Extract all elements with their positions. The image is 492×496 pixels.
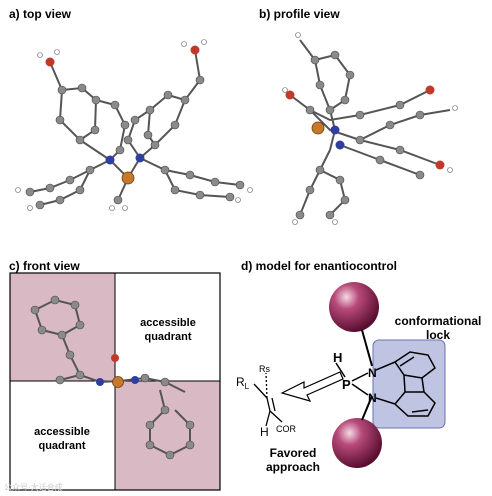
quadrant-label-top-right: accessible quadrant [118,316,218,344]
quadrant-label-line: quadrant [38,440,86,452]
favored-label-line: approach [265,460,320,474]
panel-c-label: c) front view [9,259,80,273]
conformational-lock-box [372,339,446,429]
panel-a-label: a) top view [9,7,72,21]
shaded-quadrant-top-left [10,273,115,381]
lock-label-line: conformational [394,314,482,328]
quadrant-label-line: quadrant [144,331,192,343]
watermark: 公众号·大话合成 [4,483,63,492]
approach-arrow [280,371,344,402]
shaded-quadrant-bottom-right [115,381,220,490]
quadrant-label-bottom-left: accessible quadrant [12,425,112,453]
lock-label-line: lock [425,328,450,342]
steric-sphere-bottom [332,418,382,468]
favored-label-line: Favored [269,446,317,460]
nitrogen-atom-top-label: N [368,366,377,380]
carbonyl-group-label: COR [276,424,297,434]
conformational-lock-label: conformational lock [382,314,492,342]
quadrant-label-line: accessible [140,317,196,329]
quadrant-label-line: accessible [34,426,90,438]
small-substituent-label: Rs [259,364,270,374]
favored-approach-label: Favored approach [258,446,328,474]
substrate-hydrogen-label: H [260,425,269,439]
phosphorus-atom-label: P [342,377,351,392]
panel-d-label: d) model for enantiocontrol [241,259,397,273]
nitrogen-atom-bottom-label: N [368,391,377,405]
panel-b-label: b) profile view [259,7,340,21]
large-substituent-label: RL [236,375,250,391]
steric-sphere-top [329,282,379,332]
hydrogen-atom-label: H [333,350,342,365]
